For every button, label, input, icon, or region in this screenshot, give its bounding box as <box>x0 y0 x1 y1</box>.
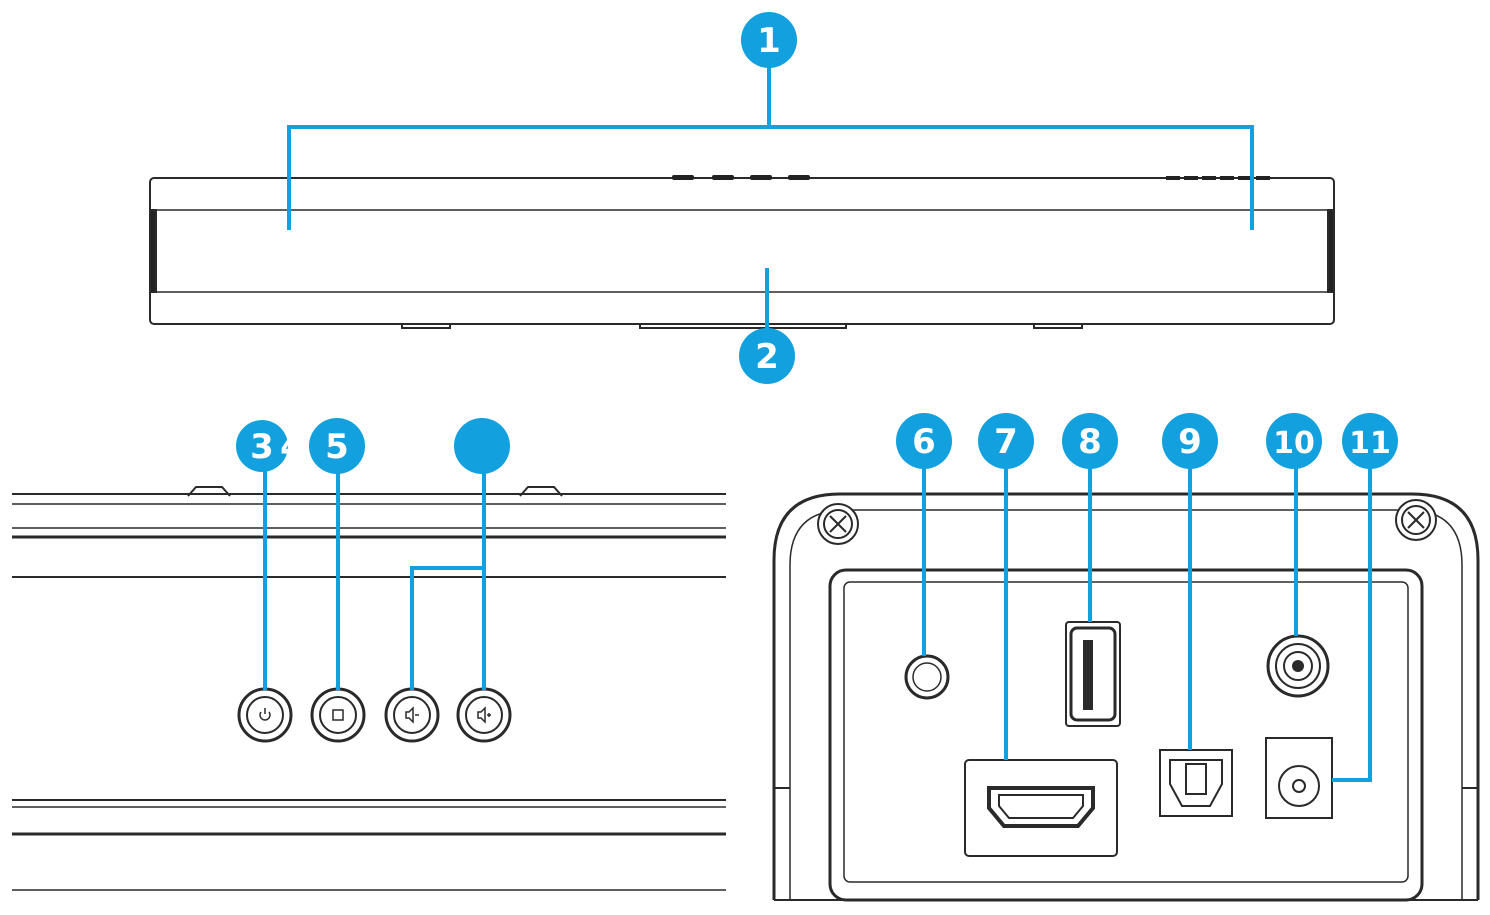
callout-11: 11 <box>1342 413 1398 469</box>
power-button[interactable] <box>237 687 293 743</box>
soundbar-body <box>149 177 1335 325</box>
callout-3: 3 <box>236 420 288 472</box>
volume-down-button[interactable] <box>384 687 440 743</box>
callout-number: 1 <box>757 21 781 61</box>
input-icon <box>332 709 344 721</box>
callout-number: 10 <box>1273 426 1315 461</box>
aux-port-icon <box>1283 651 1313 681</box>
callout-blank <box>454 418 510 474</box>
side-panel-view <box>12 486 726 891</box>
ir-sensor <box>904 654 950 700</box>
aux-port[interactable] <box>1266 634 1330 698</box>
callout-circle <box>236 420 288 472</box>
callout-circle <box>978 413 1034 469</box>
callout-6: 6 <box>896 413 952 469</box>
rear-panel-view <box>772 492 1480 902</box>
callout-circle <box>741 12 797 68</box>
soundbar-front-view <box>149 175 1335 329</box>
soundbar-foot-left <box>401 323 451 329</box>
callout-number: 9 <box>1178 422 1202 462</box>
callout-circle <box>309 418 365 474</box>
clip-left <box>187 486 231 497</box>
ir-sensor-icon <box>912 662 942 692</box>
callout-circle <box>1062 413 1118 469</box>
callout-10: 10 <box>1266 413 1322 469</box>
callout-number: 7 <box>994 422 1018 462</box>
callout-number: 5 <box>325 427 349 467</box>
hdmi-port-icon <box>987 786 1095 828</box>
dc-port[interactable] <box>1265 737 1333 819</box>
callout-number: 4 <box>280 427 304 467</box>
callout-circle <box>739 328 795 384</box>
callout-4: 4 <box>280 427 304 467</box>
callout-number: 8 <box>1078 422 1102 462</box>
callout-9: 9 <box>1162 413 1218 469</box>
screw-icon <box>1395 499 1437 541</box>
callout-number: 2 <box>755 337 779 377</box>
optical-port[interactable] <box>1159 749 1233 817</box>
callout-5: 5 <box>309 418 365 474</box>
callout-number: 6 <box>912 422 936 462</box>
dc-port-icon <box>1278 765 1320 807</box>
callout-circle <box>1342 413 1398 469</box>
volume-down-icon <box>405 706 419 724</box>
soundbar-top-buttons <box>672 175 810 180</box>
callout-7: 7 <box>978 413 1034 469</box>
input-button[interactable] <box>310 687 366 743</box>
callout-number: 11 <box>1349 426 1391 461</box>
screw-icon <box>817 503 859 545</box>
optical-port-icon <box>1169 759 1223 807</box>
callout-8: 8 <box>1062 413 1118 469</box>
soundbar-right-cap <box>1327 209 1335 293</box>
callout-1: 1 <box>741 12 797 68</box>
soundbar-foot-right <box>1033 323 1083 329</box>
soundbar-grille-dots <box>1166 176 1270 180</box>
soundbar-foot-center <box>639 323 847 329</box>
volume-up-icon <box>477 706 491 724</box>
callout-circle <box>1266 413 1322 469</box>
callout-number: 3 <box>250 427 274 467</box>
side-button-leaders <box>263 470 486 690</box>
soundbar-left-cap <box>149 209 157 293</box>
rear-panel-leaders <box>922 460 1372 782</box>
usb-port[interactable] <box>1065 621 1121 727</box>
callout-circle <box>896 413 952 469</box>
power-icon <box>259 708 271 721</box>
callout-circle <box>1162 413 1218 469</box>
volume-up-button[interactable] <box>456 687 512 743</box>
callout-1-leader <box>287 60 1254 230</box>
callout-circle <box>454 418 510 474</box>
rear-panel-inset <box>828 568 1424 902</box>
clip-right <box>519 486 563 497</box>
callout-2: 2 <box>739 328 795 384</box>
hdmi-port[interactable] <box>964 759 1118 857</box>
